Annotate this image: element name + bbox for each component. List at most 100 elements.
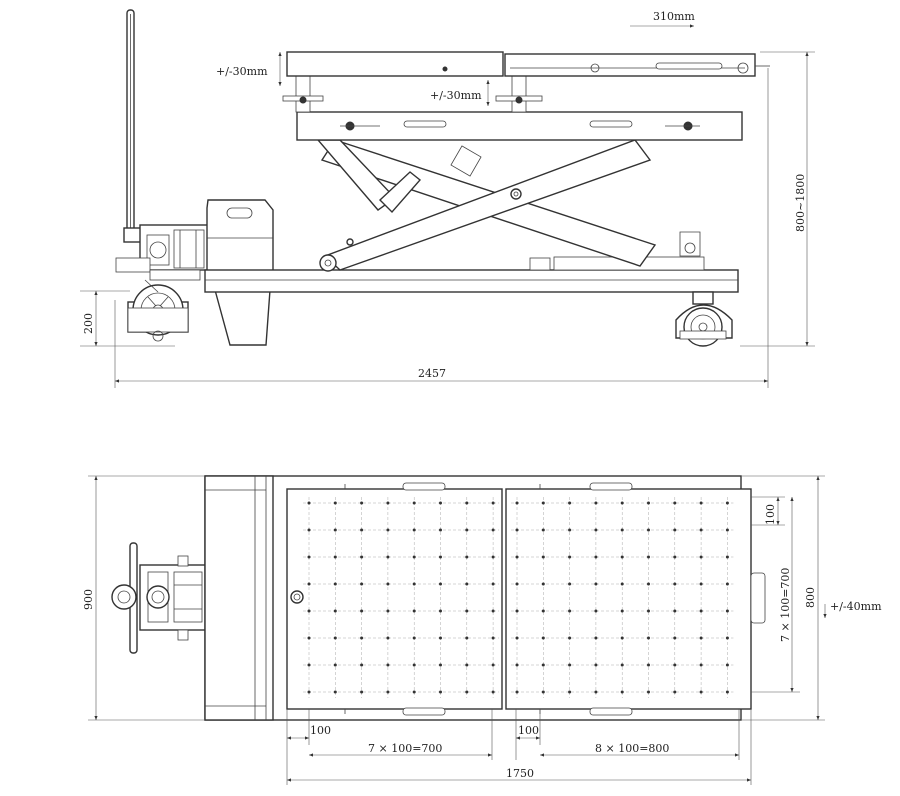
mounting-hole bbox=[725, 501, 729, 505]
mounting-hole bbox=[491, 501, 495, 505]
mounting-hole bbox=[673, 690, 677, 694]
mounting-hole bbox=[412, 582, 416, 586]
mounting-hole bbox=[360, 636, 364, 640]
mounting-hole bbox=[620, 582, 624, 586]
mounting-hole bbox=[541, 582, 545, 586]
wheel-height-label: 200 bbox=[82, 313, 95, 334]
mounting-hole bbox=[620, 609, 624, 613]
mounting-hole bbox=[333, 582, 337, 586]
mounting-hole bbox=[465, 636, 469, 640]
hydraulic-pump bbox=[115, 224, 211, 281]
mounting-hole bbox=[386, 582, 390, 586]
mounting-hole bbox=[568, 690, 572, 694]
front-wheel bbox=[127, 279, 189, 342]
mounting-hole bbox=[333, 690, 337, 694]
mounting-hole bbox=[699, 528, 703, 532]
mounting-hole bbox=[515, 609, 519, 613]
mounting-hole bbox=[620, 555, 624, 559]
mounting-hole bbox=[568, 609, 572, 613]
mounting-hole bbox=[465, 582, 469, 586]
mounting-hole bbox=[439, 636, 442, 640]
mounting-hole bbox=[333, 663, 337, 667]
battery-box bbox=[206, 199, 274, 346]
mounting-hole bbox=[491, 555, 495, 559]
mounting-hole bbox=[673, 663, 677, 667]
mounting-hole bbox=[465, 609, 469, 613]
mounting-hole bbox=[673, 528, 677, 532]
left-grid-label: 7 × 100=700 bbox=[368, 742, 442, 755]
lift-platform bbox=[296, 111, 743, 141]
mounting-hole bbox=[594, 555, 598, 559]
mounting-hole bbox=[465, 690, 469, 694]
mounting-hole bbox=[333, 555, 337, 559]
mounting-hole bbox=[333, 609, 337, 613]
mounting-hole bbox=[360, 582, 364, 586]
mounting-hole bbox=[699, 555, 703, 559]
side-view: 2457 800~1800 200 310mm +/-30mm +/-30mm bbox=[80, 9, 815, 388]
mounting-hole bbox=[541, 663, 545, 667]
mounting-hole bbox=[307, 663, 311, 667]
mounting-hole bbox=[386, 501, 390, 505]
scissor-lift bbox=[316, 139, 701, 272]
mounting-hole bbox=[568, 582, 572, 586]
mounting-hole bbox=[491, 528, 495, 532]
mounting-hole bbox=[647, 501, 650, 505]
mounting-hole bbox=[725, 582, 729, 586]
mounting-hole bbox=[620, 690, 624, 694]
mounting-hole bbox=[307, 609, 311, 613]
mounting-hole bbox=[699, 582, 703, 586]
mounting-hole bbox=[333, 528, 337, 532]
chassis bbox=[204, 256, 739, 293]
mounting-hole bbox=[386, 609, 390, 613]
mounting-hole bbox=[333, 636, 337, 640]
mounting-hole bbox=[541, 528, 545, 532]
total-width-label: 900 bbox=[82, 589, 95, 610]
mounting-hole bbox=[725, 528, 729, 532]
rear-wheel bbox=[675, 291, 733, 347]
mounting-hole bbox=[673, 636, 677, 640]
mounting-hole bbox=[620, 663, 624, 667]
mounting-hole bbox=[491, 609, 495, 613]
mounting-hole bbox=[673, 582, 677, 586]
mounting-hole bbox=[386, 690, 390, 694]
mounting-hole bbox=[412, 663, 416, 667]
mounting-hole bbox=[541, 636, 545, 640]
mounting-hole bbox=[439, 582, 442, 586]
mounting-hole bbox=[594, 582, 598, 586]
mounting-hole bbox=[360, 609, 364, 613]
mounting-hole bbox=[568, 555, 572, 559]
mounting-hole bbox=[620, 501, 624, 505]
mounting-hole bbox=[360, 555, 364, 559]
left-first-label: 100 bbox=[310, 724, 331, 737]
mounting-hole bbox=[412, 609, 416, 613]
mounting-hole bbox=[620, 636, 624, 640]
mounting-hole bbox=[360, 690, 364, 694]
mounting-hole bbox=[333, 501, 337, 505]
mounting-hole bbox=[568, 528, 572, 532]
mounting-hole bbox=[360, 528, 364, 532]
hole-grid bbox=[303, 497, 734, 698]
mounting-hole bbox=[515, 528, 519, 532]
mounting-hole bbox=[307, 582, 311, 586]
grid-first-row-label: 100 bbox=[764, 504, 777, 525]
mounting-hole bbox=[307, 636, 311, 640]
mounting-hole bbox=[439, 609, 442, 613]
mounting-hole bbox=[491, 582, 495, 586]
mounting-hole bbox=[360, 663, 364, 667]
mounting-hole bbox=[647, 636, 650, 640]
mounting-hole bbox=[699, 663, 703, 667]
mounting-hole bbox=[568, 663, 572, 667]
mounting-hole bbox=[515, 690, 519, 694]
slide-travel-label: 310mm bbox=[653, 10, 695, 23]
mounting-hole bbox=[594, 501, 598, 505]
mounting-hole bbox=[541, 609, 545, 613]
mounting-hole bbox=[412, 501, 416, 505]
top-dimensions: 900 800 +/-40mm 100 7 × 100=700 100 bbox=[82, 475, 882, 785]
mounting-hole bbox=[439, 555, 442, 559]
mounting-hole bbox=[491, 663, 495, 667]
handle-top bbox=[111, 542, 207, 654]
mounting-hole bbox=[412, 528, 416, 532]
mounting-hole bbox=[647, 528, 650, 532]
mounting-hole bbox=[699, 501, 703, 505]
top-view: 900 800 +/-40mm 100 7 × 100=700 100 bbox=[82, 475, 882, 785]
